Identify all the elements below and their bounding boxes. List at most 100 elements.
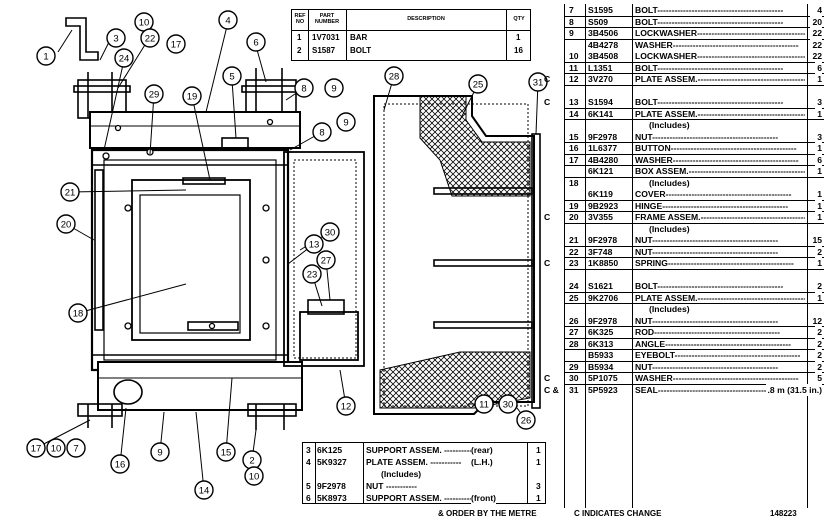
ref-number: 26 [569,315,579,326]
quantity: 20 [810,15,822,28]
quantity: 1 [536,493,541,503]
description: BOLT------------------------------------… [635,281,784,291]
svg-text:29: 29 [149,90,160,101]
ref-number: 31 [569,384,579,395]
svg-text:1: 1 [43,52,48,63]
description: PLATE ASSEM.----------------------------… [635,292,805,303]
part-number: 3V270 [588,74,613,84]
table-row [537,85,824,97]
callout-10: 10 [244,466,264,486]
callout-4: 4 [218,10,238,30]
callout-23: 23 [302,264,322,284]
callout-25: 25 [468,74,488,94]
svg-text:19: 19 [187,92,198,103]
change-mark: C [544,74,551,84]
callout-21: 21 [60,182,80,202]
description: SEAL------------------------------------… [635,384,784,395]
description: (Includes) [381,469,422,479]
table-row [537,269,824,281]
svg-text:28: 28 [389,72,400,83]
description: PLATE ASSEM.----------------------------… [635,74,805,84]
quantity: 22 [810,50,822,62]
svg-text:12: 12 [341,402,352,413]
description: WASHER----------------------------------… [635,39,799,50]
svg-text:9: 9 [343,118,348,129]
callout-22: 22 [140,28,160,48]
svg-text:6: 6 [253,38,258,49]
quantity: 1 [536,457,541,467]
table-cell: 1V7031 [312,33,340,42]
description: BUTTON----------------------------------… [635,143,797,153]
svg-text:21: 21 [65,188,76,199]
svg-text:8: 8 [319,128,324,139]
svg-text:10: 10 [249,472,260,483]
svg-text:3: 3 [113,34,118,45]
ref-number: 27 [569,327,579,337]
callout-9: 9 [324,78,344,98]
ref-number: 16 [569,143,579,153]
ref-number: 10 [569,51,579,61]
svg-text:27: 27 [321,256,332,267]
svg-text:26: 26 [521,416,532,427]
change-note: C INDICATES CHANGE [574,509,662,518]
quantity: 4 [815,4,822,16]
part-number: 5P1075 [588,373,618,383]
part-number: S1621 [588,281,613,291]
quantity: 2 [815,326,822,338]
quantity: 5 [815,372,822,384]
table-row: (Includes) [537,223,824,235]
part-number: B5934 [588,361,614,372]
table-header [292,10,530,31]
ref-number: 13 [569,97,579,107]
part-number: 3B4506 [588,28,619,38]
ref-number: 28 [569,338,579,349]
callout-12: 12 [336,396,356,416]
document-code: 148223 [770,509,797,518]
callout-15: 15 [216,442,236,462]
callout-31: 31 [528,72,548,92]
table-cell: 2 [297,46,302,55]
ref-number: 22 [569,246,579,257]
ref-number: 29 [569,361,579,372]
part-number: 9F2978 [317,481,346,491]
desc-header: DESCRIPTION [407,16,445,22]
quantity: 1 [815,211,822,223]
description: ROD-------------------------------------… [635,327,781,337]
quantity: 1 [815,199,822,212]
ref-number: 11 [569,62,579,73]
ref-number: 5 [306,481,311,491]
table-cell: BAR [350,33,368,42]
svg-text:25: 25 [473,80,484,91]
part-number: B5933 [588,350,614,360]
part-number: 3F748 [588,246,613,257]
part-number: S1595 [588,5,613,15]
description: BOLT------------------------------------… [635,97,784,107]
svg-text:31: 31 [533,78,544,89]
callout-26: 26 [516,410,536,430]
quantity: 6 [815,153,822,166]
part-number: 9F2978 [588,235,618,245]
svg-text:24: 24 [119,54,130,65]
description: SUPPORT ASSEM. ----------- [366,493,476,503]
callout-28: 28 [384,66,404,86]
callout-3: 3 [106,28,126,48]
table-row: (Includes) [537,119,824,131]
